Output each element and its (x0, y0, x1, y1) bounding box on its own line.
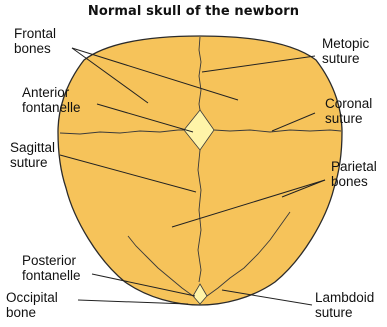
label-posterior-fontanelle: Posterior fontanelle (22, 253, 81, 283)
label-sagittal-suture: Sagittal suture (10, 140, 55, 170)
label-parietal-bones: Parietal bones (331, 159, 377, 189)
label-anterior-fontanelle: Anterior fontanelle (22, 85, 81, 115)
label-metopic-suture: Metopic suture (322, 36, 369, 66)
label-frontal-bones: Frontal bones (14, 26, 56, 56)
label-coronal-suture: Coronal suture (325, 96, 372, 126)
label-occipital-bone: Occipital bone (6, 290, 58, 320)
label-lambdoid-suture: Lambdoid suture (315, 290, 374, 320)
